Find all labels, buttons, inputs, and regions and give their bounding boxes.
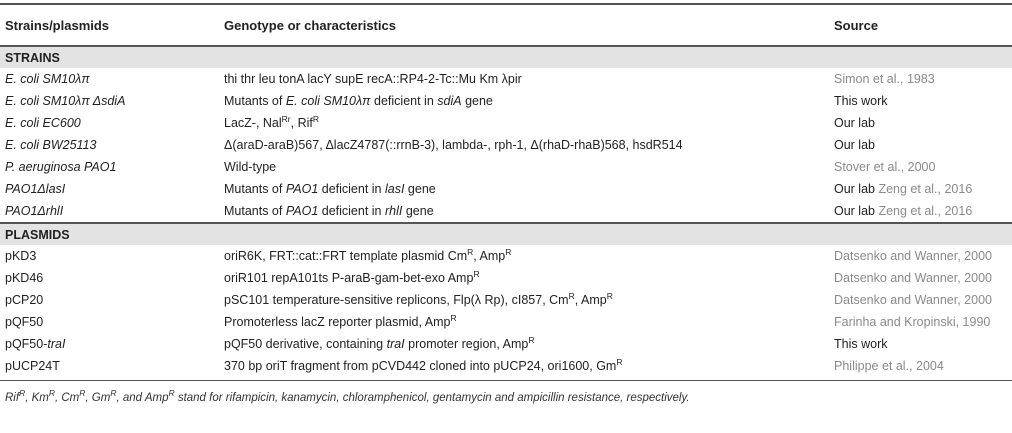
table-row: E. coli EC600 LacZ-, NalRr, RifR Our lab — [0, 112, 1012, 134]
section-plasmids: PLASMIDS — [0, 222, 1012, 245]
strain-name: E. coli BW25113 — [5, 138, 97, 152]
genotype: Mutants of PAO1 deficient in rhlI gene — [224, 204, 434, 218]
source-link[interactable]: Philippe et al., 2004 — [834, 359, 944, 373]
header-strains-plasmids: Strains/plasmids — [5, 17, 110, 33]
source: This work — [834, 337, 888, 351]
genotype: Δ(araD-araB)567, ΔlacZ4787(::rrnB-3), la… — [224, 138, 683, 152]
section-strains: STRAINS — [0, 45, 1012, 68]
genotype: thi thr leu tonA lacY supE recA::RP4-2-T… — [224, 72, 522, 86]
genotype: Wild-type — [224, 160, 277, 174]
strain-name: PAO1ΔlasI — [5, 182, 66, 196]
source: Our lab Zeng et al., 2016 — [834, 204, 973, 218]
genotype: oriR6K, FRT::cat::FRT template plasmid C… — [224, 247, 512, 263]
plasmid-name: pCP20 — [5, 293, 44, 307]
top-rule — [0, 3, 1012, 5]
plasmid-name: pUCP24T — [5, 359, 60, 373]
table-row: pQF50 Promoterless lacZ reporter plasmid… — [0, 311, 1012, 333]
source: Our lab — [834, 138, 875, 152]
table-header: Strains/plasmids Genotype or characteris… — [0, 5, 1012, 45]
plasmid-name: pQF50-traI — [5, 337, 66, 351]
header-genotype: Genotype or characteristics — [224, 17, 396, 33]
strain-name: E. coli SM10λπ — [5, 72, 90, 86]
genotype: oriR101 repA101ts P-araB-gam-bet-exo Amp… — [224, 269, 480, 285]
header-source: Source — [834, 17, 879, 33]
table-row: PAO1ΔlasI Mutants of PAO1 deficient in l… — [0, 178, 1012, 200]
genotype: LacZ-, NalRr, RifR — [224, 114, 320, 130]
genotype: pSC101 temperature-sensitive replicons, … — [224, 291, 613, 307]
plasmid-name: pQF50 — [5, 315, 44, 329]
table-row: pKD46 oriR101 repA101ts P-araB-gam-bet-e… — [0, 267, 1012, 289]
plasmid-name: pKD46 — [5, 271, 44, 285]
source: Our lab — [834, 116, 875, 130]
table-row: E. coli BW25113 Δ(araD-araB)567, ΔlacZ47… — [0, 134, 1012, 156]
source-link[interactable]: Zeng et al., 2016 — [878, 204, 973, 218]
source-link[interactable]: Datsenko and Wanner, 2000 — [834, 271, 992, 285]
table-row: E. coli SM10λπ ΔsdiA Mutants of E. coli … — [0, 90, 1012, 112]
source: This work — [834, 94, 888, 108]
table-row: E. coli SM10λπ thi thr leu tonA lacY sup… — [0, 68, 1012, 90]
source-link[interactable]: Stover et al., 2000 — [834, 160, 936, 174]
source-link[interactable]: Datsenko and Wanner, 2000 — [834, 293, 992, 307]
table-row: P. aeruginosa PAO1 Wild-type Stover et a… — [0, 156, 1012, 178]
table-footnote: RifR, KmR, CmR, GmR, and AmpR stand for … — [5, 388, 690, 404]
table-row: pUCP24T 370 bp oriT fragment from pCVD44… — [0, 355, 1012, 377]
source-link[interactable]: Zeng et al., 2016 — [878, 182, 973, 196]
table-row: pCP20 pSC101 temperature-sensitive repli… — [0, 289, 1012, 311]
strain-name: E. coli SM10λπ ΔsdiA — [5, 94, 126, 108]
source-link[interactable]: Farinha and Kropinski, 1990 — [834, 315, 991, 329]
strains-plasmids-table: Strains/plasmids Genotype or characteris… — [0, 3, 1012, 404]
source: Our lab Zeng et al., 2016 — [834, 182, 973, 196]
strain-name: P. aeruginosa PAO1 — [5, 160, 117, 174]
table-row: pKD3 oriR6K, FRT::cat::FRT template plas… — [0, 245, 1012, 267]
table-row: PAO1ΔrhlI Mutants of PAO1 deficient in r… — [0, 200, 1012, 222]
genotype: 370 bp oriT fragment from pCVD442 cloned… — [224, 357, 623, 373]
plasmid-name: pKD3 — [5, 249, 37, 263]
genotype: pQF50 derivative, containing traI promot… — [224, 335, 535, 351]
strain-name: E. coli EC600 — [5, 116, 81, 130]
source-link[interactable]: Datsenko and Wanner, 2000 — [834, 249, 992, 263]
table-row: pQF50-traI pQF50 derivative, containing … — [0, 333, 1012, 355]
genotype: Mutants of E. coli SM10λπ deficient in s… — [224, 94, 493, 108]
genotype: Promoterless lacZ reporter plasmid, AmpR — [224, 313, 457, 329]
source-link[interactable]: Simon et al., 1983 — [834, 72, 935, 86]
genotype: Mutants of PAO1 deficient in lasI gene — [224, 182, 436, 196]
bottom-rule — [0, 380, 1012, 381]
strain-name: PAO1ΔrhlI — [5, 204, 64, 218]
